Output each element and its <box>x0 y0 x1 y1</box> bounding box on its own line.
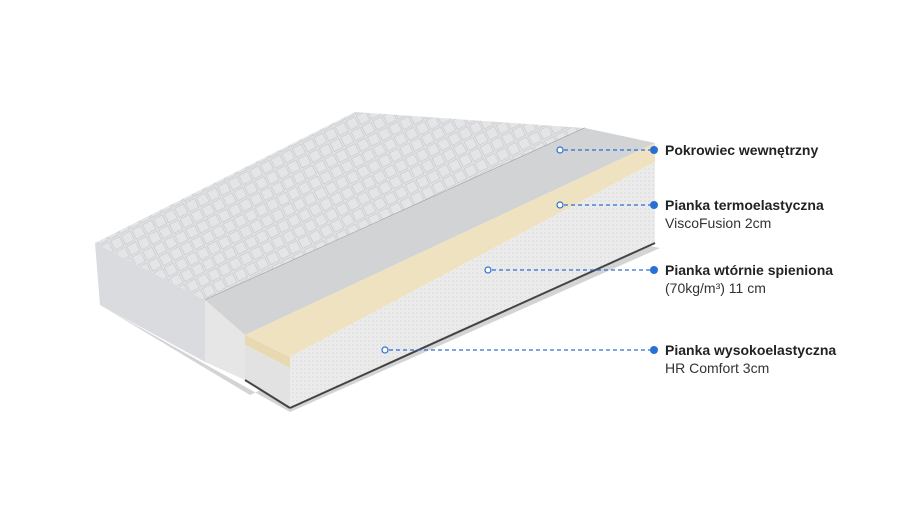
cover-top <box>95 112 585 300</box>
inner-cover-top <box>205 128 655 335</box>
callout-anchor-4 <box>381 346 389 354</box>
callout-anchor-2 <box>556 201 564 209</box>
layer-title: Pianka termoelastyczna <box>665 197 824 213</box>
cover-side <box>95 243 205 362</box>
callout-dot-4 <box>650 346 658 354</box>
layer-label-viscofusion: Pianka termoelastyczna ViscoFusion 2cm <box>665 196 824 232</box>
foam-layer-side <box>290 162 655 408</box>
callout-dot-2 <box>650 201 658 209</box>
layer-label-cover: Pokrowiec wewnętrzny <box>665 141 818 159</box>
callout-dot-1 <box>650 146 658 154</box>
layer-title: Pianka wysokoelastyczna <box>665 342 837 358</box>
viscofusion-front <box>245 335 290 368</box>
layer-subtitle: ViscoFusion 2cm <box>665 215 772 231</box>
callout-anchor-1 <box>556 146 564 154</box>
layer-title: Pianka wtórnie spieniona <box>665 262 834 278</box>
layer-subtitle: HR Comfort 3cm <box>665 360 770 376</box>
layer-label-hr-foam: Pianka wysokoelastyczna HR Comfort 3cm <box>665 341 836 377</box>
foam-layer-front <box>245 345 290 408</box>
callout-dot-3 <box>650 266 658 274</box>
inner-cover-front <box>205 300 245 380</box>
layer-subtitle: (70kg/m³) 11 cm <box>665 280 766 296</box>
layer-label-secondary-foam: Pianka wtórnie spieniona (70kg/m³) 11 cm <box>665 261 833 297</box>
callout-anchor-3 <box>484 266 492 274</box>
viscofusion-layer <box>245 143 655 357</box>
layer-title: Pokrowiec wewnętrzny <box>665 142 819 158</box>
